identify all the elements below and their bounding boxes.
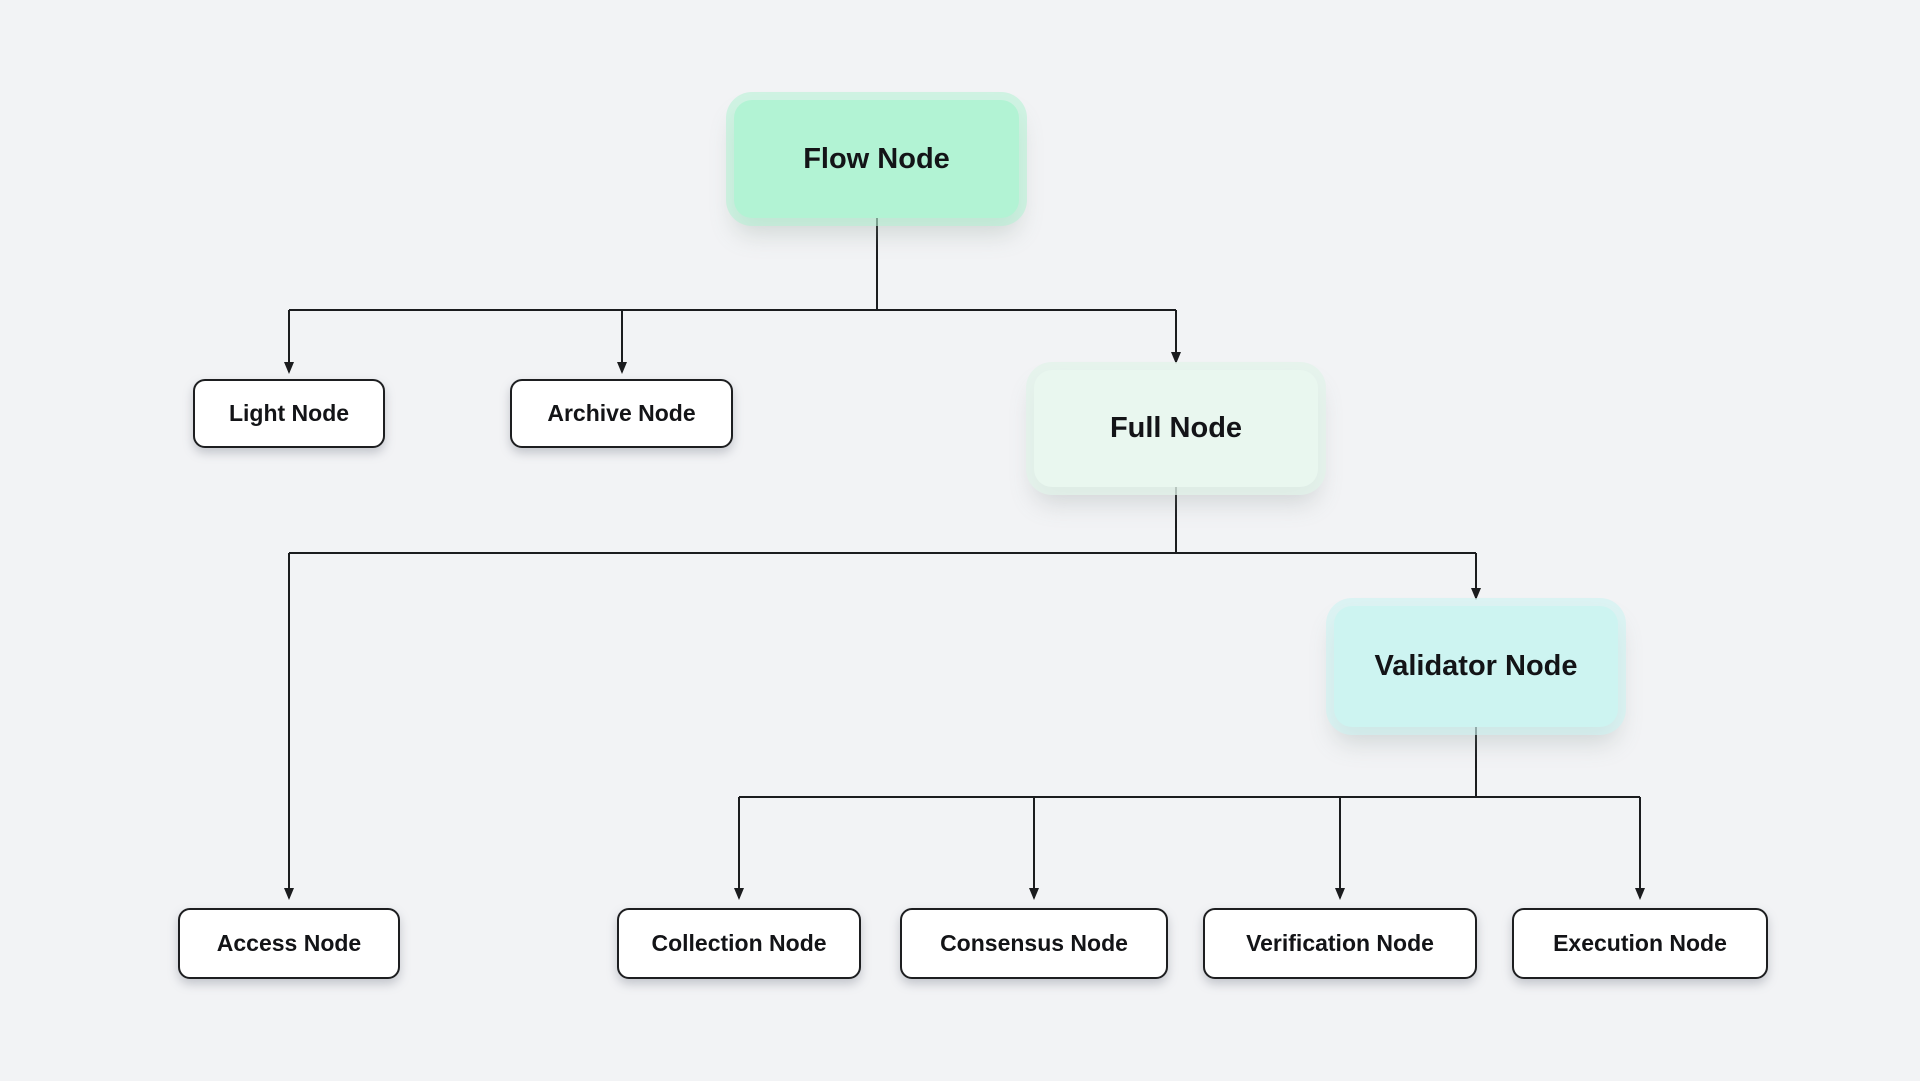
node-light-label: Light Node [228,400,350,426]
node-archive: Archive Node [510,379,733,448]
node-collection: Collection Node [617,908,861,979]
node-access-label: Access Node [216,930,362,956]
node-validator-label: Validator Node [1374,650,1578,682]
node-full: Full Node [1034,370,1318,487]
node-flow: Flow Node [734,100,1019,218]
node-flow-label: Flow Node [803,142,950,175]
node-verification-label: Verification Node [1246,930,1434,956]
node-archive-label: Archive Node [547,400,696,426]
node-execution: Execution Node [1512,908,1768,979]
node-collection-label: Collection Node [651,930,827,956]
node-access: Access Node [178,908,400,979]
node-verification: Verification Node [1203,908,1477,979]
node-validator: Validator Node [1334,606,1618,727]
node-consensus-label: Consensus Node [940,930,1128,956]
node-full-label: Full Node [1109,412,1243,444]
node-execution-label: Execution Node [1553,930,1727,956]
node-consensus: Consensus Node [900,908,1168,979]
node-light: Light Node [193,379,385,448]
